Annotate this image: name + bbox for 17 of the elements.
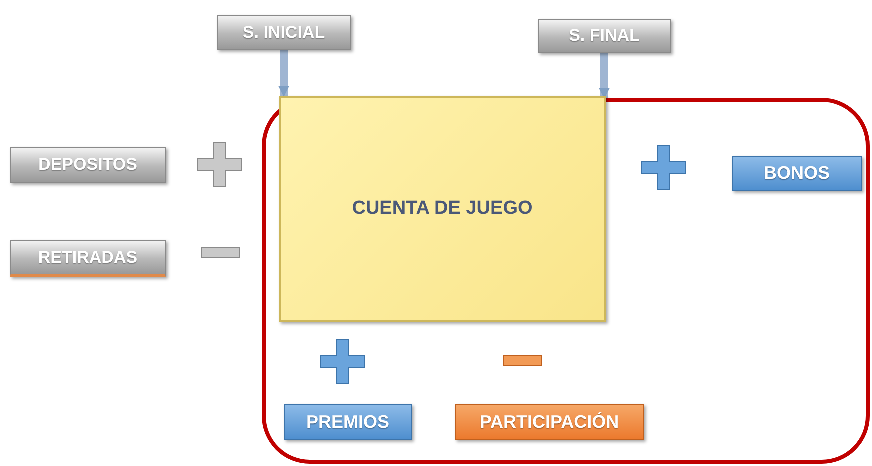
node-label: S. INICIAL <box>242 22 326 42</box>
node-label: DEPOSITOS <box>38 155 138 175</box>
node-label: RETIRADAS <box>38 248 138 268</box>
label-box <box>538 19 671 53</box>
label-box <box>455 404 644 440</box>
label-box <box>10 240 166 277</box>
label-box <box>732 156 862 191</box>
label-box <box>284 404 412 440</box>
node-label: CUENTA DE JUEGO <box>352 198 533 220</box>
node-label: PREMIOS <box>306 412 390 432</box>
label-box <box>217 15 351 50</box>
node-label: S. FINAL <box>569 26 640 46</box>
label-box <box>10 147 166 183</box>
node-label: BONOS <box>764 163 830 184</box>
arrow <box>598 53 610 100</box>
node-label: PARTICIPACIÓN <box>480 412 620 432</box>
arrow <box>278 50 290 98</box>
